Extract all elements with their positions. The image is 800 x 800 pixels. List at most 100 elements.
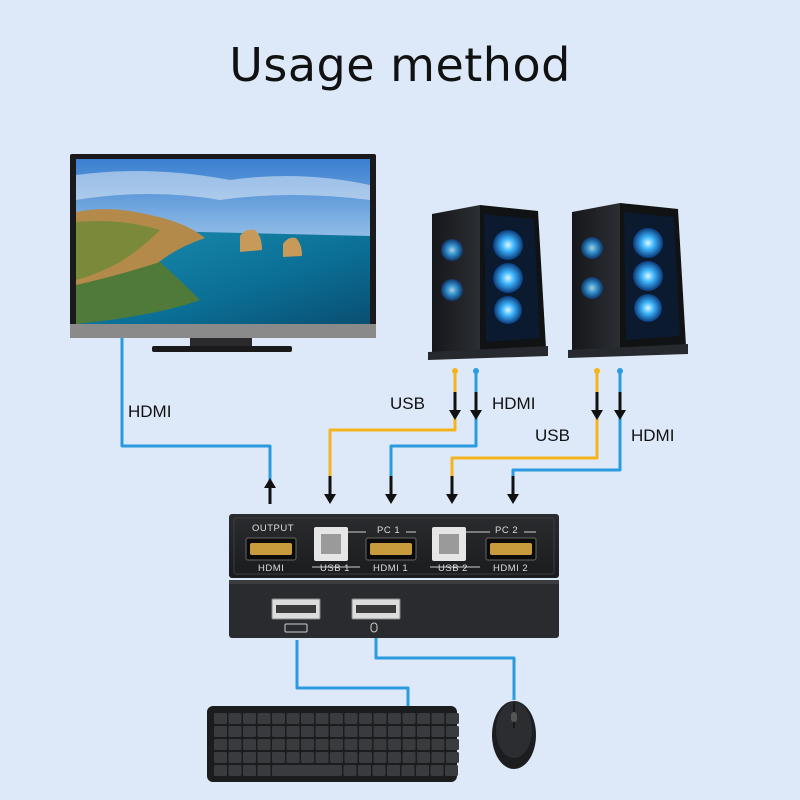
port-label-pc2: PC 2 — [495, 525, 519, 536]
keyboard-key — [445, 765, 458, 776]
hdmi-cable-tv — [120, 338, 272, 488]
pc-tower-icon — [568, 203, 688, 358]
keyboard-key — [272, 726, 285, 737]
keyboard-key — [228, 726, 242, 737]
keyboard-key — [373, 726, 387, 737]
keyboard-key — [388, 739, 401, 750]
keyboard-key — [417, 726, 430, 737]
port-label-output-hdmi: HDMI — [258, 563, 285, 574]
keyboard-key — [272, 765, 342, 776]
keyboard-key — [416, 765, 429, 776]
keyboard-key — [257, 739, 271, 750]
pc-tower-icon — [428, 205, 548, 360]
keyboard-key — [430, 765, 444, 776]
keyboard-key — [401, 765, 415, 776]
keyboard-key — [315, 752, 329, 763]
port-label-usb2: USB 2 — [438, 563, 468, 574]
keyboard-key — [330, 739, 343, 750]
keyboard-key — [257, 726, 271, 737]
keyboard-key — [388, 713, 401, 724]
keyboard-key — [359, 713, 372, 724]
port-label-usb1: USB 1 — [320, 563, 350, 574]
port-label-output: OUTPUT — [252, 523, 295, 534]
keyboard-key — [272, 752, 285, 763]
keyboard-key — [301, 726, 314, 737]
keyboard-key — [315, 739, 329, 750]
keyboard-key — [301, 739, 314, 750]
pc-connector-dots — [452, 368, 623, 374]
keyboard-key — [402, 713, 416, 724]
keyboard-key — [431, 713, 445, 724]
keyboard-key — [343, 765, 357, 776]
keyboard-key — [228, 765, 242, 776]
keyboard-key — [446, 726, 459, 737]
keyboard-key — [373, 739, 387, 750]
keyboard-key — [344, 713, 358, 724]
keyboard-key — [301, 752, 314, 763]
keyboard-key — [417, 752, 430, 763]
keyboard-key — [214, 713, 227, 724]
keyboard-key — [446, 713, 459, 724]
pc1-hdmi-label: HDMI — [492, 394, 536, 413]
tv-hdmi-label: HDMI — [128, 402, 172, 421]
page-title: Usage method — [229, 38, 571, 92]
pc2-usb-label: USB — [535, 426, 570, 445]
port-label-pc1: PC 1 — [377, 525, 401, 536]
keyboard-key — [344, 752, 358, 763]
mouse-cable — [374, 636, 516, 700]
port-label-hdmi1: HDMI 1 — [373, 563, 409, 574]
keyboard-key — [228, 752, 242, 763]
tv-icon — [70, 154, 376, 352]
keyboard-key — [417, 739, 430, 750]
keyboard-key — [431, 726, 445, 737]
keyboard-key — [388, 752, 401, 763]
keyboard-key — [417, 713, 430, 724]
keyboard-key — [286, 752, 300, 763]
keyboard-key — [431, 739, 445, 750]
keyboard-key — [402, 726, 416, 737]
keyboard-key — [330, 713, 343, 724]
keyboard-key — [228, 739, 242, 750]
keyboard-key — [387, 765, 400, 776]
keyboard-cable — [295, 640, 410, 708]
keyboard-key — [402, 752, 416, 763]
port-label-hdmi2: HDMI 2 — [493, 563, 529, 574]
usb-cable-pc2 — [450, 370, 599, 484]
keyboard-key — [359, 752, 372, 763]
pc2-hdmi-label: HDMI — [631, 426, 675, 445]
keyboard-key — [257, 752, 271, 763]
keyboard-key — [359, 739, 372, 750]
pc1-usb-label: USB — [390, 394, 425, 413]
mouse-icon — [492, 701, 536, 769]
keyboard-key — [214, 752, 227, 763]
keyboard-key — [286, 739, 300, 750]
keyboard-key — [243, 726, 256, 737]
keyboard-key — [214, 765, 227, 776]
keyboard-key — [358, 765, 371, 776]
kvm-switch-icon — [229, 514, 559, 578]
keyboard-key — [359, 726, 372, 737]
keyboard-key — [286, 726, 300, 737]
keyboard-key — [214, 726, 227, 737]
keyboard-key — [243, 765, 256, 776]
direction-arrows — [264, 392, 626, 504]
keyboard-key — [446, 739, 459, 750]
keyboard-key — [272, 713, 285, 724]
keyboard-key — [272, 739, 285, 750]
keyboard-key — [388, 726, 401, 737]
keyboard-key — [344, 739, 358, 750]
keyboard-key — [243, 752, 256, 763]
keyboard-key — [243, 713, 256, 724]
keyboard-key — [315, 726, 329, 737]
keyboard-key — [372, 765, 386, 776]
keyboard-key — [402, 739, 416, 750]
keyboard-icon — [207, 706, 459, 782]
keyboard-key — [330, 726, 343, 737]
keyboard-key — [344, 726, 358, 737]
keyboard-key — [315, 713, 329, 724]
keyboard-key — [214, 739, 227, 750]
keyboard-key — [286, 713, 300, 724]
keyboard-key — [373, 752, 387, 763]
